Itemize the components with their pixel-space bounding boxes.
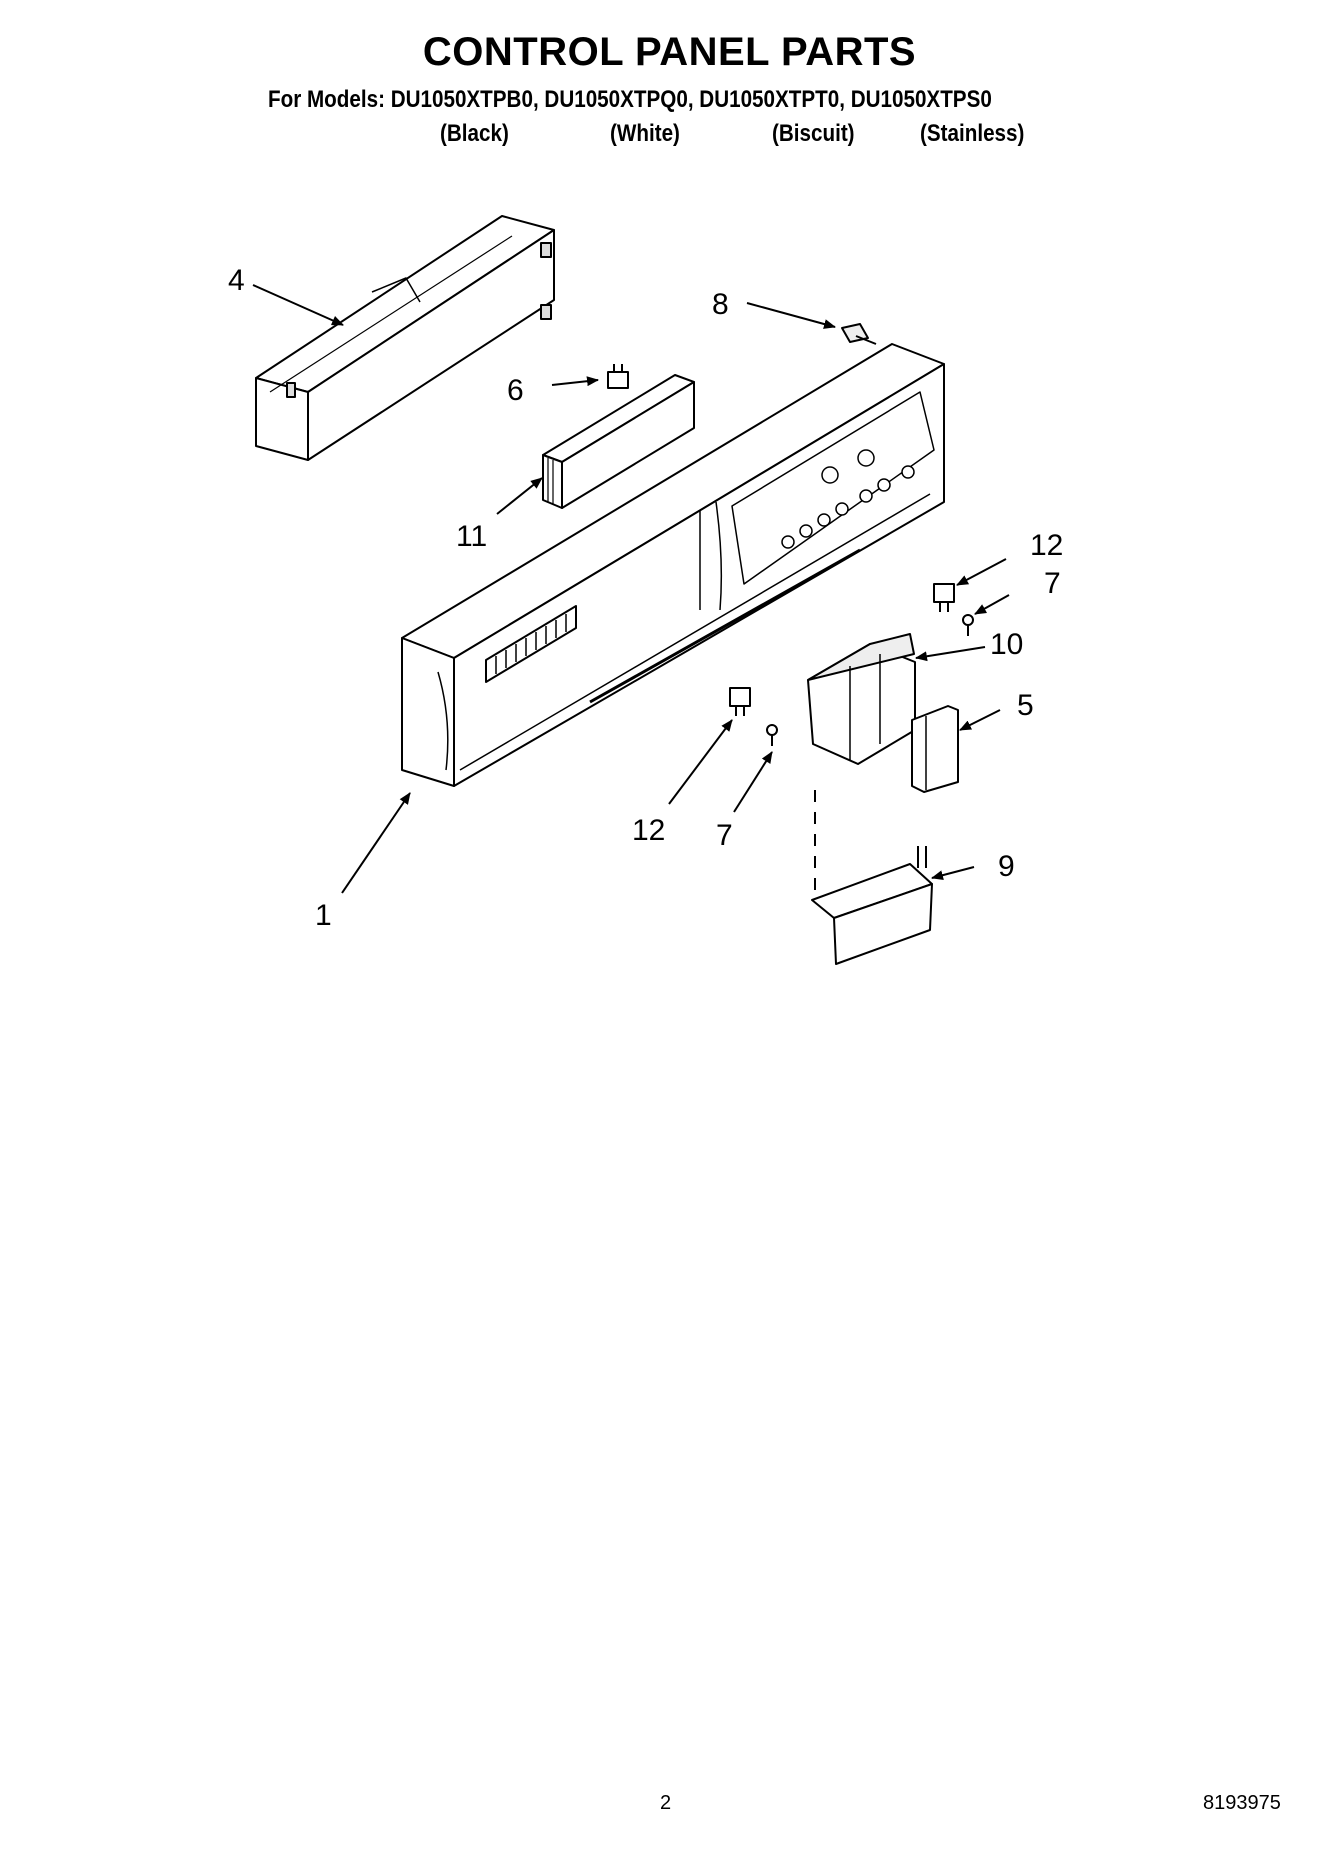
part-7-right-screw — [962, 614, 974, 636]
leader-12-lower — [668, 719, 733, 805]
part-11-module — [542, 374, 695, 509]
part-9-bracket — [811, 846, 933, 965]
part-12-lower-connector — [729, 687, 751, 716]
color-white: (White) — [610, 120, 680, 147]
color-stainless: (Stainless) — [920, 120, 1025, 147]
color-biscuit: (Biscuit) — [772, 120, 855, 147]
callout-11: 11 — [456, 520, 487, 553]
page-number: 2 — [660, 1792, 672, 1814]
callout-7-lower: 7 — [716, 819, 733, 852]
leader-12-right — [956, 558, 1007, 586]
callout-10: 10 — [990, 628, 1023, 661]
page-title: CONTROL PANEL PARTS — [422, 30, 917, 74]
leader-6 — [551, 376, 599, 387]
leader-11 — [496, 477, 543, 515]
color-black: (Black) — [440, 120, 509, 147]
part-5-clip — [911, 705, 959, 793]
part-10-bracket — [807, 633, 916, 765]
leader-7-right — [974, 594, 1010, 615]
callout-6: 6 — [507, 374, 524, 407]
leader-9 — [931, 866, 975, 881]
callout-1: 1 — [315, 899, 332, 932]
leader-5 — [959, 709, 1001, 731]
document-number: 8193975 — [1203, 1792, 1281, 1814]
callout-7-right: 7 — [1044, 567, 1061, 600]
part-6-connector — [607, 364, 629, 389]
leader-10 — [915, 646, 986, 662]
part-7-lower-screw — [766, 724, 778, 746]
part-8-screw — [841, 323, 877, 345]
part-4-duct-cover — [255, 215, 555, 461]
callout-5: 5 — [1017, 689, 1034, 722]
leader-1 — [341, 792, 411, 894]
leader-4 — [252, 284, 344, 326]
models-line: For Models: DU1050XTPB0, DU1050XTPQ0, DU… — [268, 86, 992, 113]
leader-lines — [252, 284, 1010, 894]
callout-9: 9 — [998, 850, 1015, 883]
part-1-control-panel — [401, 343, 945, 787]
leader-8 — [746, 302, 836, 329]
callout-8: 8 — [712, 288, 729, 321]
callout-4: 4 — [228, 264, 245, 297]
callout-12-lower: 12 — [632, 814, 665, 847]
part-12-right-connector — [933, 583, 955, 612]
callout-12-right: 12 — [1030, 529, 1063, 562]
leader-7-lower — [733, 751, 773, 813]
